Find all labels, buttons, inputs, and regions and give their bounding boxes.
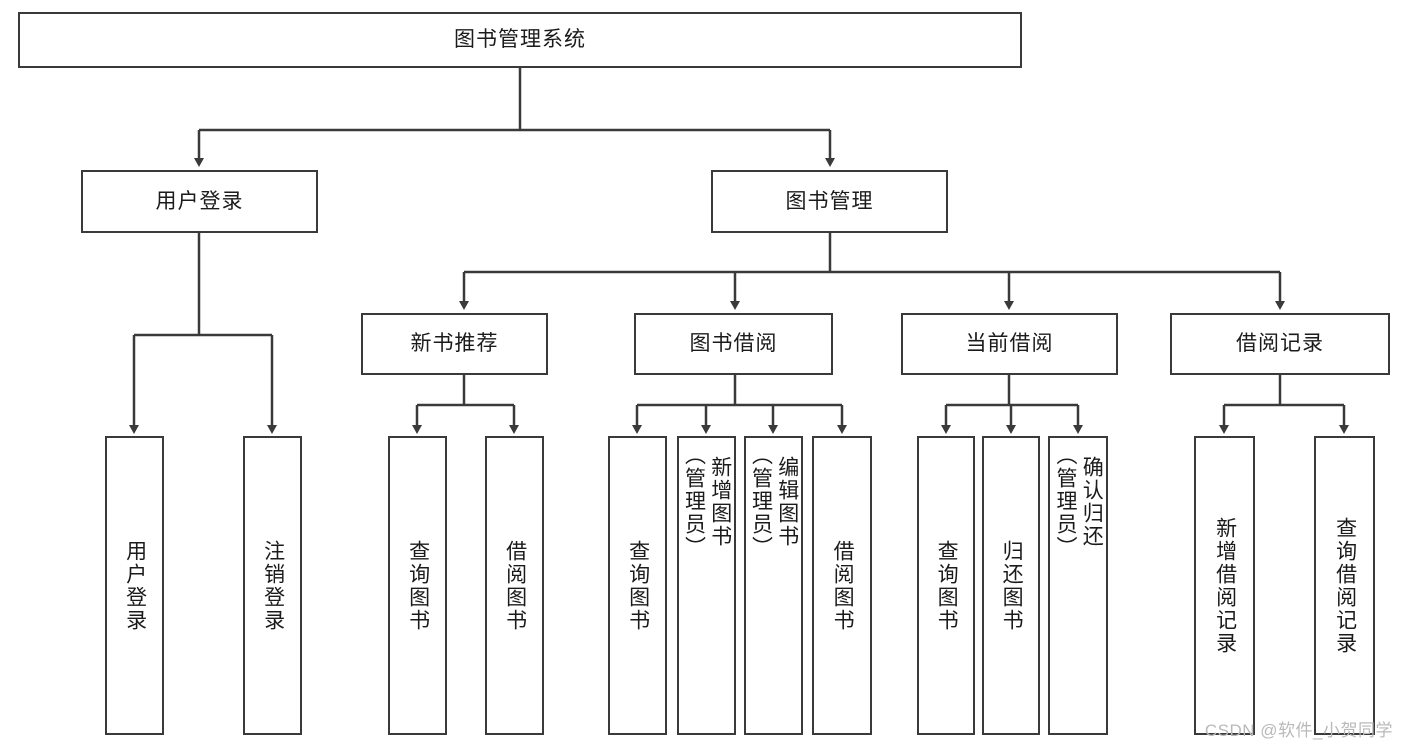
node-label: 借阅图书 [831,539,855,632]
leaf-borrow-book-recommend[interactable]: 借阅图书 [485,436,544,735]
leaf-return-book[interactable]: 归还图书 [982,436,1040,735]
node-label: 借阅图书 [503,539,527,632]
node-book-management[interactable]: 图书管理 [711,170,948,233]
node-new-book-recommend[interactable]: 新书推荐 [361,313,548,375]
node-label: 注销登录 [261,539,285,632]
node-label: 借阅记录 [1236,332,1324,356]
node-label: 用户登录 [155,189,244,213]
leaf-add-book-admin[interactable]: 新增图书 （管理员） [677,436,736,735]
node-root-system[interactable]: 图书管理系统 [18,12,1022,68]
node-label: 编辑图书 （管理员） [749,444,799,559]
node-borrow-record[interactable]: 借阅记录 [1170,313,1390,375]
node-label: 归还图书 [1000,539,1024,632]
node-label: 当前借阅 [965,332,1054,356]
leaf-query-book-borrow[interactable]: 查询图书 [608,436,667,735]
node-label: 查询图书 [406,539,430,632]
leaf-user-login[interactable]: 用户登录 [105,436,164,735]
node-label: 新书推荐 [410,332,499,356]
node-label: 确认归还 （管理员） [1054,444,1104,559]
node-label: 查询图书 [935,539,959,632]
csdn-watermark: CSDN @软件_小贺同学 [1204,721,1393,740]
leaf-borrow-book[interactable]: 借阅图书 [812,436,872,735]
node-label: 图书管理 [785,189,874,213]
leaf-add-borrow-record[interactable]: 新增借阅记录 [1194,436,1255,735]
leaf-query-book-recommend[interactable]: 查询图书 [388,436,447,735]
node-label: 新增借阅记录 [1213,516,1237,655]
node-label: 新增图书 （管理员） [682,444,732,559]
node-label: 查询借阅记录 [1333,516,1357,655]
node-label: 查询图书 [626,539,650,632]
node-user-login[interactable]: 用户登录 [81,170,318,233]
leaf-edit-book-admin[interactable]: 编辑图书 （管理员） [744,436,803,735]
leaf-logout-login[interactable]: 注销登录 [243,436,302,735]
leaf-query-book-current[interactable]: 查询图书 [917,436,975,735]
leaf-query-borrow-record[interactable]: 查询借阅记录 [1314,436,1375,735]
leaf-confirm-return-admin[interactable]: 确认归还 （管理员） [1048,436,1108,735]
node-current-borrow[interactable]: 当前借阅 [901,313,1118,375]
node-book-borrow[interactable]: 图书借阅 [634,313,833,375]
node-label: 图书管理系统 [454,28,586,52]
node-label: 图书借阅 [689,332,778,356]
node-label: 用户登录 [123,539,147,632]
